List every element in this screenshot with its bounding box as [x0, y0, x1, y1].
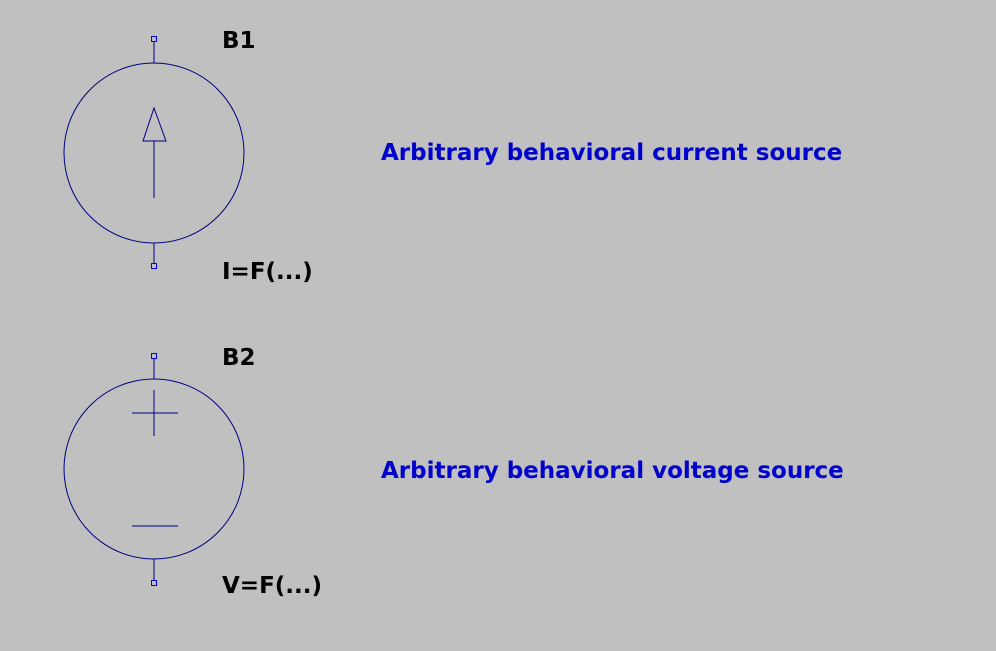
b1-bottom-terminal[interactable]	[151, 263, 157, 269]
b1-comment[interactable]: Arbitrary behavioral current source	[381, 140, 843, 166]
b2-instance-name[interactable]: B2	[222, 345, 256, 371]
b2-comment[interactable]: Arbitrary behavioral voltage source	[381, 458, 844, 484]
b1-current-source-symbol[interactable]	[63, 36, 245, 269]
arrow-up-icon	[142, 106, 167, 142]
b2-voltage-source-symbol[interactable]	[63, 353, 245, 586]
b2-top-terminal[interactable]	[151, 353, 157, 359]
b2-bottom-terminal[interactable]	[151, 580, 157, 586]
b1-instance-name[interactable]: B1	[222, 28, 256, 54]
b2-value[interactable]: V=F(...)	[222, 573, 323, 599]
b1-value[interactable]: I=F(...)	[222, 259, 313, 285]
b1-top-terminal[interactable]	[151, 36, 157, 42]
